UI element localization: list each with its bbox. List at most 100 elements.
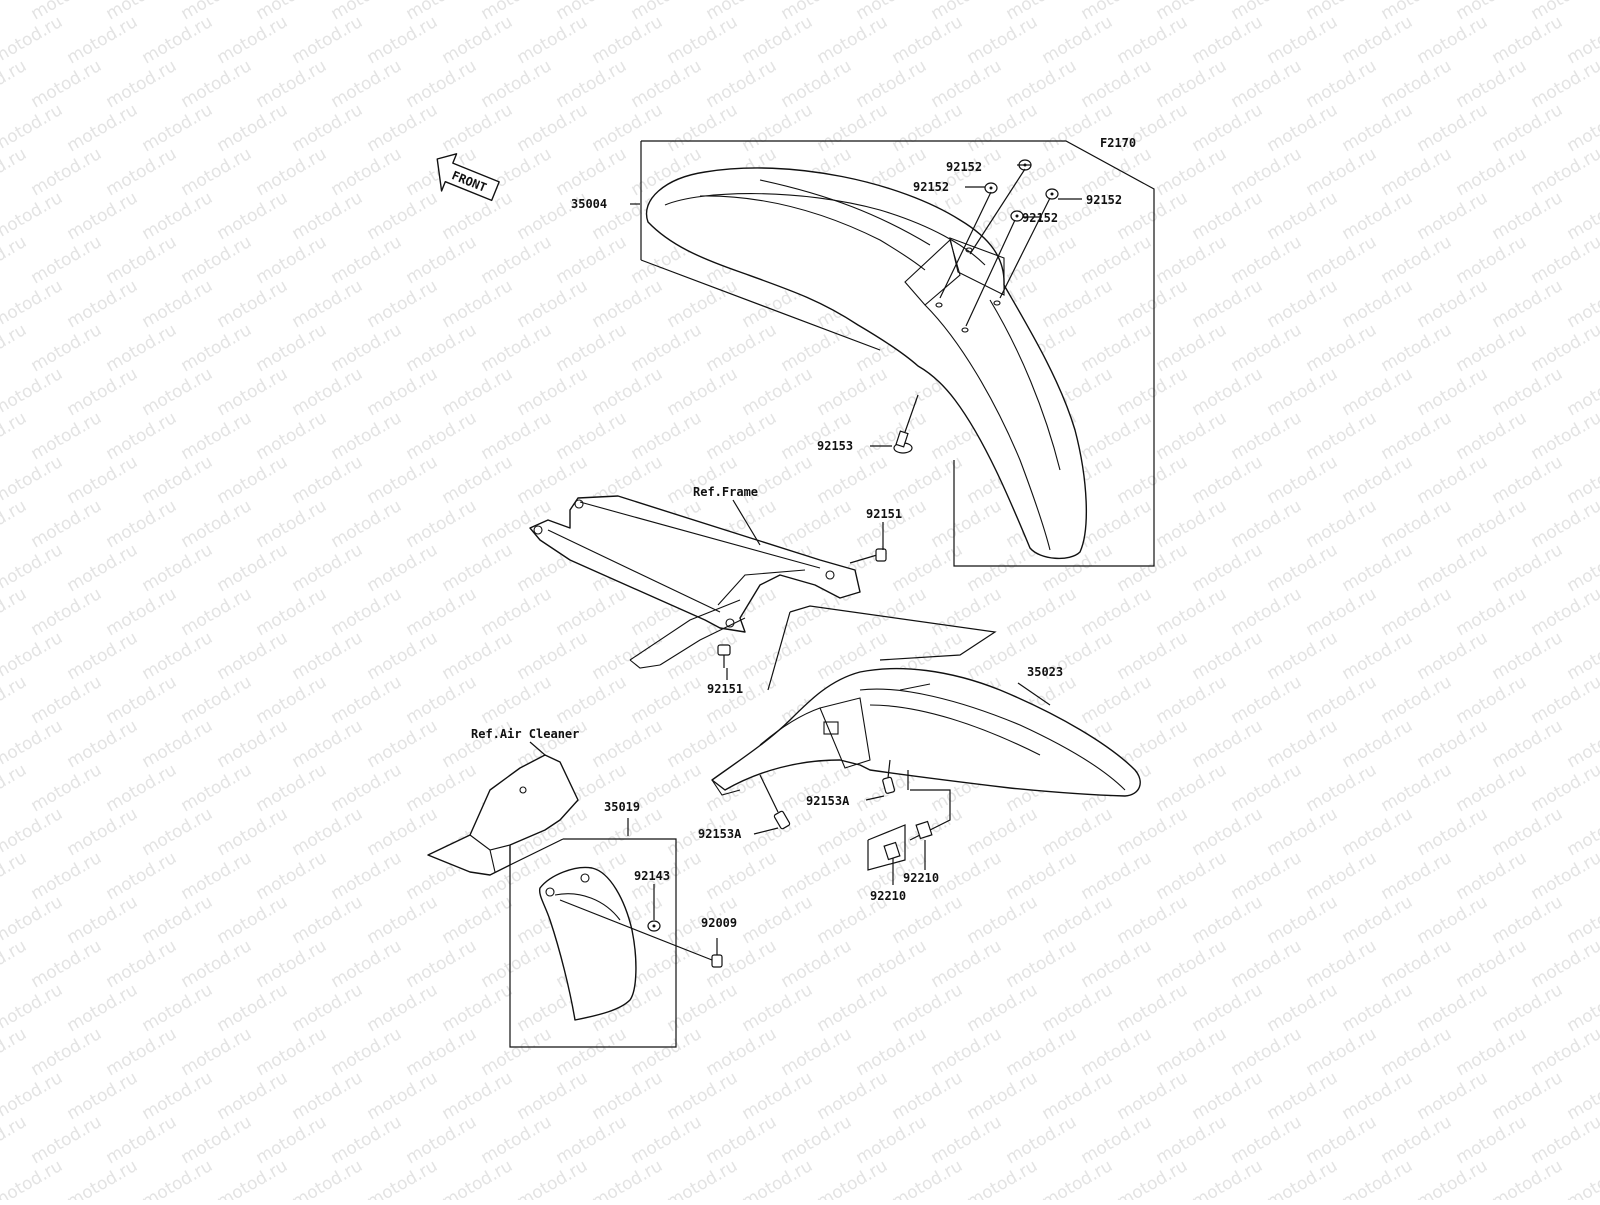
watermark-text: motod.ru: [1339, 804, 1417, 860]
watermark-text: motod.ru: [1228, 848, 1306, 904]
watermark-text: motod.ru: [139, 100, 217, 156]
watermark-text: motod.ru: [889, 980, 967, 1036]
watermark-text: motod.ru: [439, 980, 517, 1036]
watermark-text: motod.ru: [0, 1112, 30, 1168]
watermark-text: motod.ru: [739, 100, 817, 156]
watermark-text: motod.ru: [778, 320, 856, 376]
watermark-text: motod.ru: [0, 1156, 66, 1200]
watermark-text: motod.ru: [1489, 980, 1567, 1036]
watermark-text: motod.ru: [1003, 848, 1081, 904]
watermark-text: motod.ru: [364, 1068, 442, 1124]
watermark-text: motod.ru: [289, 804, 367, 860]
watermark-text: motod.ru: [364, 452, 442, 508]
watermark-text: motod.ru: [64, 1156, 142, 1200]
watermark-text: motod.ru: [1303, 1024, 1381, 1080]
watermark-text: motod.ru: [1378, 936, 1456, 992]
watermark-text: motod.ru: [1489, 188, 1567, 244]
watermark-text: motod.ru: [139, 804, 217, 860]
watermark-text: motod.ru: [553, 1024, 631, 1080]
watermark-text: motod.ru: [1414, 100, 1492, 156]
watermark-text: motod.ru: [1414, 540, 1492, 596]
watermark-text: motod.ru: [964, 892, 1042, 948]
watermark-text: motod.ru: [814, 1156, 892, 1200]
washer-92143[interactable]: [648, 921, 660, 931]
washer-92152-c[interactable]: [1046, 189, 1058, 199]
watermark-text: motod.ru: [478, 232, 556, 288]
watermark-text: motod.ru: [478, 1112, 556, 1168]
watermark-text: motod.ru: [1264, 628, 1342, 684]
watermark-text: motod.ru: [553, 232, 631, 288]
watermark-text: motod.ru: [103, 408, 181, 464]
watermark-text: motod.ru: [178, 232, 256, 288]
watermark-text: motod.ru: [739, 804, 817, 860]
watermark-text: motod.ru: [28, 584, 106, 640]
watermark-text: motod.ru: [1453, 848, 1531, 904]
watermark-text: motod.ru: [1228, 320, 1306, 376]
watermark-text: motod.ru: [853, 1024, 931, 1080]
watermark-text: motod.ru: [1189, 980, 1267, 1036]
watermark-text: motod.ru: [64, 1068, 142, 1124]
watermark-text: motod.ru: [289, 452, 367, 508]
watermark-text: motod.ru: [964, 1068, 1042, 1124]
watermark-text: motod.ru: [178, 408, 256, 464]
watermark-text: motod.ru: [1078, 848, 1156, 904]
watermark-text: motod.ru: [1228, 1112, 1306, 1168]
watermark-text: motod.ru: [1453, 232, 1531, 288]
watermark-text: motod.ru: [0, 320, 30, 376]
watermark-text: motod.ru: [64, 452, 142, 508]
watermark-text: motod.ru: [1528, 1112, 1600, 1168]
watermark-text: motod.ru: [628, 408, 706, 464]
label-92153A-left: 92153A: [698, 827, 742, 841]
watermark-text: motod.ru: [1339, 716, 1417, 772]
watermark-text: motod.ru: [1153, 1024, 1231, 1080]
watermark-text: motod.ru: [703, 408, 781, 464]
watermark-text: motod.ru: [703, 1024, 781, 1080]
watermark-text: motod.ru: [253, 1024, 331, 1080]
bolt-92009[interactable]: [712, 938, 722, 967]
watermark-text: motod.ru: [1489, 1068, 1567, 1124]
watermark-text: motod.ru: [1228, 408, 1306, 464]
watermark-text: motod.ru: [1078, 408, 1156, 464]
watermark-text: motod.ru: [1228, 232, 1306, 288]
watermark-text: motod.ru: [478, 936, 556, 992]
watermark-text: motod.ru: [778, 1112, 856, 1168]
watermark-text: motod.ru: [1453, 144, 1531, 200]
watermark-text: motod.ru: [403, 1024, 481, 1080]
watermark-text: motod.ru: [1264, 364, 1342, 420]
watermark-text: motod.ru: [139, 452, 217, 508]
watermark-text: motod.ru: [364, 364, 442, 420]
watermark-text: motod.ru: [1153, 936, 1231, 992]
watermark-text: motod.ru: [403, 496, 481, 552]
label-35023: 35023: [1027, 665, 1063, 679]
watermark-text: motod.ru: [1489, 364, 1567, 420]
watermark-text: motod.ru: [1039, 1156, 1117, 1200]
watermark-text: motod.ru: [514, 1156, 592, 1200]
watermark-text: motod.ru: [478, 320, 556, 376]
watermark-text: motod.ru: [403, 320, 481, 376]
watermark-text: motod.ru: [178, 936, 256, 992]
watermark-text: motod.ru: [178, 672, 256, 728]
watermark-text: motod.ru: [1303, 760, 1381, 816]
watermark-text: motod.ru: [103, 56, 181, 112]
watermark-text: motod.ru: [253, 232, 331, 288]
watermark-text: motod.ru: [928, 56, 1006, 112]
watermark-text: motod.ru: [814, 452, 892, 508]
watermark-text: motod.ru: [0, 672, 30, 728]
watermark-text: motod.ru: [0, 540, 66, 596]
watermark-text: motod.ru: [139, 540, 217, 596]
watermark-text: motod.ru: [1303, 672, 1381, 728]
watermark-text: motod.ru: [1003, 1112, 1081, 1168]
watermark-text: motod.ru: [778, 408, 856, 464]
watermark-text: motod.ru: [1489, 452, 1567, 508]
watermark-text: motod.ru: [0, 452, 66, 508]
watermark-text: motod.ru: [1189, 892, 1267, 948]
watermark-text: motod.ru: [0, 1024, 30, 1080]
watermark-text: motod.ru: [1078, 672, 1156, 728]
watermark-text: motod.ru: [28, 496, 106, 552]
washer-92152-b[interactable]: [985, 183, 997, 193]
watermark-text: motod.ru: [214, 628, 292, 684]
watermark-text: motod.ru: [1153, 232, 1231, 288]
watermark-text: motod.ru: [1414, 12, 1492, 68]
watermark-text: motod.ru: [253, 584, 331, 640]
